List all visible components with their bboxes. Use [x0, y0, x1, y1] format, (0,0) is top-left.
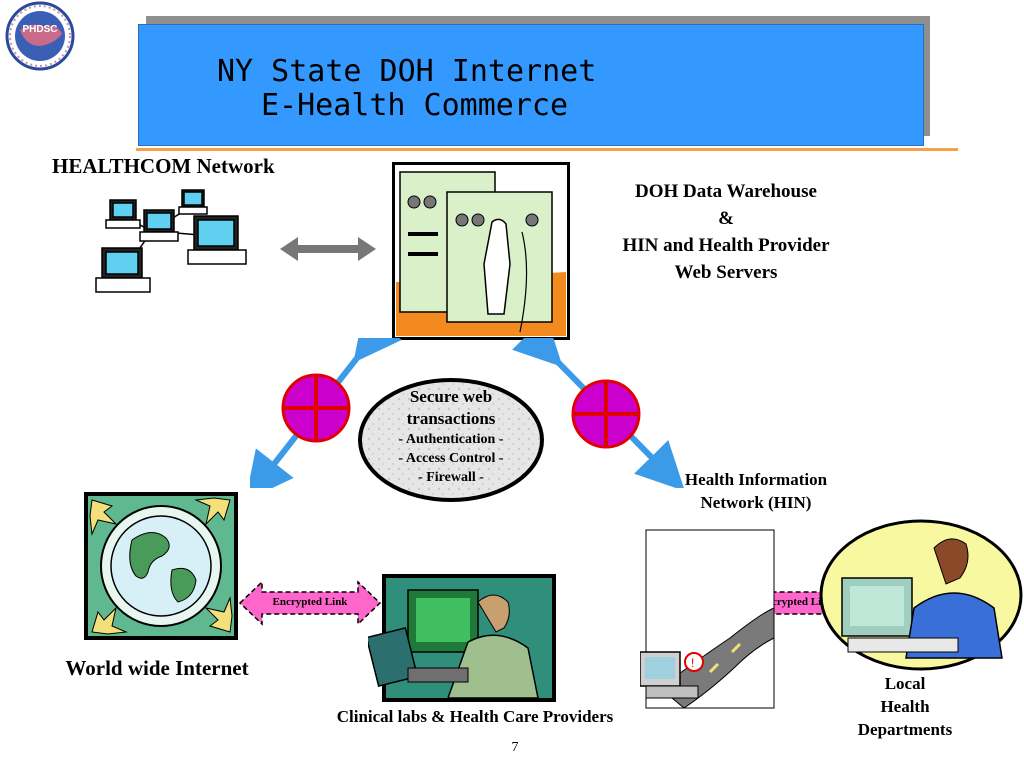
secure-transactions-text: Secure web transactions - Authentication… — [364, 386, 538, 487]
world-wide-internet-label: World wide Internet — [65, 656, 249, 680]
title-line-2: E-Health Commerce — [261, 88, 569, 123]
local-health-label: Local Health Departments — [840, 672, 970, 741]
hin-label-line-2: Network (HIN) — [700, 493, 812, 512]
clinical-labs-label: Clinical labs & Health Care Providers — [336, 707, 614, 726]
computer-3 — [178, 189, 208, 215]
local-label-line-3: Departments — [857, 720, 953, 739]
doh-label-line-3: HIN and Health Provider — [622, 235, 830, 256]
logo-text: PHDSC — [22, 24, 58, 35]
page-number: 7 — [511, 740, 519, 755]
encryption-lock-icon-right — [571, 379, 641, 449]
title-line-1: NY State DOH Internet — [217, 54, 597, 89]
divider — [136, 148, 958, 151]
secure-item-authentication: - Authentication - — [398, 432, 504, 447]
secure-heading: Secure web transactions — [406, 387, 496, 428]
hin-label: Health Information Network (HIN) — [656, 468, 856, 514]
encrypted-link-label-left: Encrypted Link — [272, 596, 348, 608]
local-label-line-2: Health — [880, 697, 930, 716]
hin-label-line-1: Health Information — [684, 470, 828, 489]
healthcom-network-label: HEALTHCOM Network — [52, 154, 275, 178]
secure-transactions-oval — [358, 378, 544, 502]
doh-warehouse-label: DOH Data Warehouse & HIN and Health Prov… — [586, 178, 866, 286]
page-title: NY State DOH Internet E-Health Commerce — [139, 55, 923, 123]
local-label-line-1: Local — [884, 674, 926, 693]
encryption-lock-icon-left — [281, 373, 351, 443]
computer-4 — [187, 215, 247, 265]
server-room-icon — [392, 162, 570, 340]
secure-item-firewall: - Firewall - — [418, 470, 484, 485]
doh-label-line-4: Web Servers — [674, 262, 778, 283]
phdsc-logo-icon — [4, 0, 76, 72]
encrypted-link-label-right: Encrypted Link — [758, 596, 834, 608]
double-arrow-icon — [280, 237, 376, 261]
encrypted-link-arrow-left — [238, 580, 382, 626]
secure-item-access-control: - Access Control - — [398, 451, 504, 466]
doh-label-line-1: DOH Data Warehouse — [635, 181, 817, 202]
globe-network-icon — [84, 492, 238, 640]
computer-1 — [105, 199, 141, 229]
doh-label-line-2: & — [718, 208, 734, 229]
local-health-worker-icon — [819, 519, 1023, 671]
clinical-worker-icon — [368, 574, 556, 702]
computer-2 — [139, 209, 179, 242]
svg-text:!: ! — [691, 656, 694, 670]
title-box: NY State DOH Internet E-Health Commerce — [138, 24, 924, 146]
road-computer-icon: ! — [640, 529, 775, 709]
computer-network-icon — [95, 189, 247, 293]
computer-5 — [95, 247, 151, 293]
